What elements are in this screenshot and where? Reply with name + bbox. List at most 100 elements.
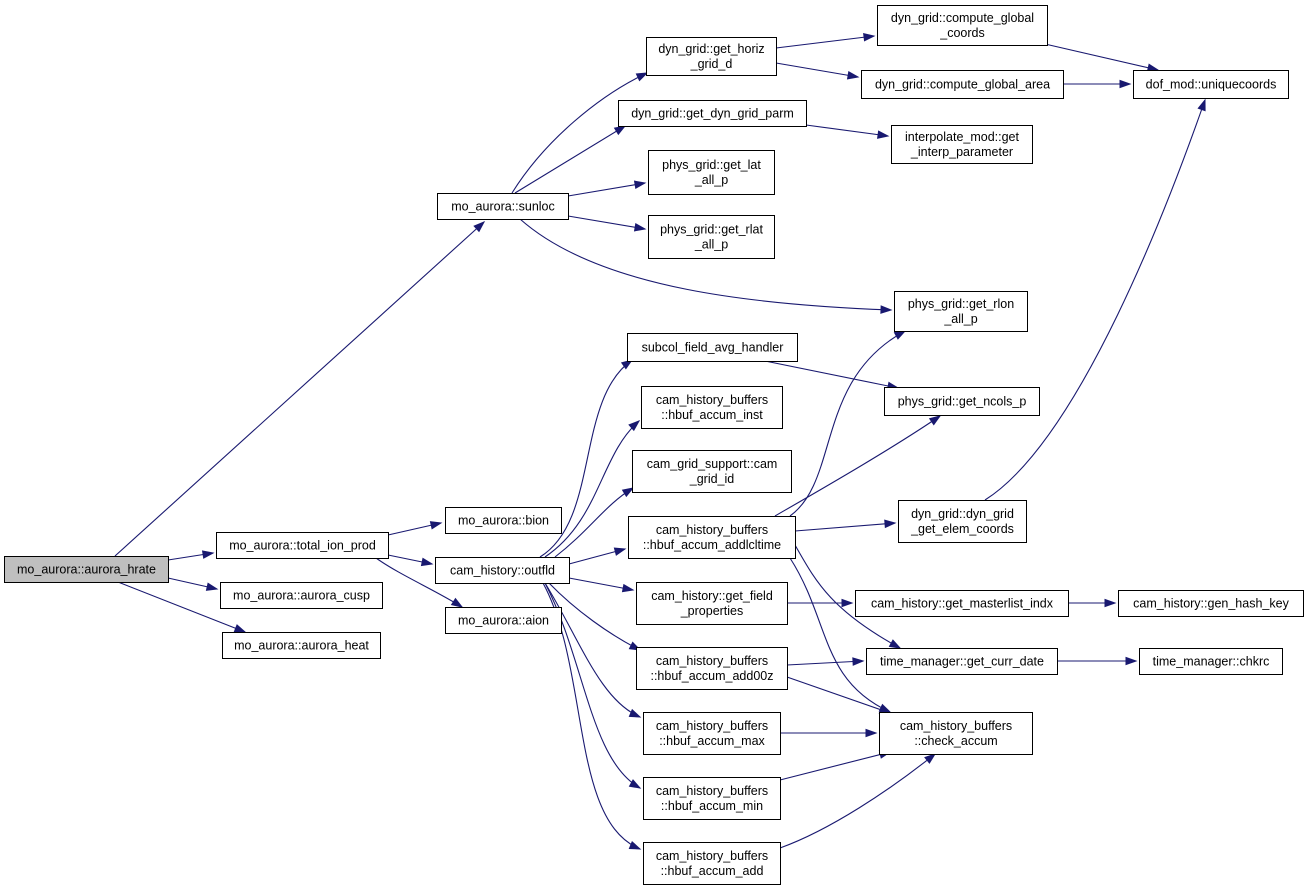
node-label: mo_aurora::aurora_hrate [17, 563, 156, 577]
edge-get_masterlist_indx-to-gen_hash_key [1068, 598, 1117, 608]
edge-hbuf_accum_add00z-to-get_curr_date [786, 657, 865, 666]
edge-total_ion_prod-to-bion [387, 521, 443, 536]
node-box [884, 387, 1040, 416]
node-box [648, 150, 775, 195]
edge-total_ion_prod-to-aion [375, 557, 464, 608]
node-label: _properties [680, 604, 744, 618]
node-box [643, 777, 781, 820]
edge-line [539, 359, 633, 558]
edge-outfld-to-hbuf_accum_addlcltime [568, 547, 627, 565]
node-get-dyn-grid-parm[interactable]: dyn_grid::get_dyn_grid_parm [618, 100, 807, 127]
node-label: cam_history_buffers [656, 393, 768, 407]
node-dyn-grid-get-elem-coords[interactable]: dyn_grid::dyn_grid_get_elem_coords [898, 500, 1027, 543]
node-gen-hash-key[interactable]: cam_history::gen_hash_key [1118, 590, 1304, 617]
node-hbuf-accum-addlcltime[interactable]: cam_history_buffers::hbuf_accum_addlclti… [628, 516, 796, 559]
node-get-rlat-all-p[interactable]: phys_grid::get_rlat_all_p [648, 215, 775, 259]
node-label: ::hbuf_accum_add [661, 864, 764, 878]
edge-line [567, 215, 646, 230]
node-get-field-properties[interactable]: cam_history::get_field_properties [636, 582, 788, 625]
node-label: _grid_id [689, 472, 735, 486]
arrow-head [633, 223, 647, 232]
node-box [861, 70, 1064, 99]
node-compute-global-area[interactable]: dyn_grid::compute_global_area [861, 70, 1064, 99]
node-label: cam_history_buffers [656, 654, 768, 668]
arrow-head [635, 72, 649, 82]
edge-line [544, 582, 641, 718]
arrow-head [420, 557, 434, 567]
edge-line [789, 330, 906, 517]
node-label: ::hbuf_accum_inst [661, 408, 763, 422]
edge-subcol_field_avg_handler-to-get_ncols_p [764, 360, 900, 391]
edge-outfld-to-hbuf_accum_inst [544, 420, 641, 558]
node-sunloc[interactable]: mo_aurora::sunloc [437, 193, 569, 220]
node-label: ::hbuf_accum_addlcltime [643, 538, 781, 552]
node-box [445, 507, 562, 534]
node-box [627, 333, 798, 362]
edge-line [805, 124, 889, 137]
arrow-head [841, 598, 854, 608]
node-hbuf-accum-add00z[interactable]: cam_history_buffers::hbuf_accum_add00z [636, 647, 788, 690]
node-check-accum[interactable]: cam_history_buffers::check_accum [879, 712, 1033, 755]
arrow-head [1197, 98, 1206, 112]
node-hbuf-accum-add[interactable]: cam_history_buffers::hbuf_accum_add [643, 842, 781, 885]
node-box [222, 632, 381, 659]
arrow-head [928, 415, 942, 426]
node-box [220, 582, 383, 609]
node-box [1118, 590, 1304, 617]
node-bion[interactable]: mo_aurora::bion [445, 507, 562, 534]
node-label: phys_grid::get_ncols_p [898, 395, 1027, 409]
node-compute-global-coords[interactable]: dyn_grid::compute_global_coords [877, 5, 1048, 46]
node-label: cam_history_buffers [656, 719, 768, 733]
node-box [866, 648, 1058, 675]
node-outfld[interactable]: cam_history::outfld [435, 557, 570, 584]
node-label: dyn_grid::get_horiz [658, 42, 764, 56]
node-get-lat-all-p[interactable]: phys_grid::get_lat_all_p [648, 150, 775, 195]
node-label: dyn_grid::get_dyn_grid_parm [631, 107, 794, 121]
node-aurora-hrate[interactable]: mo_aurora::aurora_hrate [4, 556, 169, 583]
node-box [216, 532, 389, 559]
node-total-ion-prod[interactable]: mo_aurora::total_ion_prod [216, 532, 389, 559]
edge-line [514, 125, 626, 194]
node-aion[interactable]: mo_aurora::aion [445, 607, 562, 634]
node-box [1133, 70, 1289, 99]
node-chkrc[interactable]: time_manager::chkrc [1139, 648, 1283, 675]
edge-line [1044, 43, 1159, 71]
node-box [445, 607, 562, 634]
node-label: cam_history::get_field [651, 589, 773, 603]
arrow-head [888, 639, 902, 649]
node-box [628, 516, 796, 559]
edge-line [114, 221, 485, 557]
node-label: mo_aurora::sunloc [451, 200, 555, 214]
edge-line [117, 581, 246, 633]
node-uniquecoords[interactable]: dof_mod::uniquecoords [1133, 70, 1289, 99]
node-get-ncols-p[interactable]: phys_grid::get_ncols_p [884, 387, 1040, 416]
arrow-head [613, 547, 627, 556]
node-get-curr-date[interactable]: time_manager::get_curr_date [866, 648, 1058, 675]
node-label: phys_grid::get_rlat [660, 223, 763, 237]
edge-line [786, 660, 864, 666]
arrow-head [863, 32, 876, 42]
edge-hbuf_accum_addlcltime-to-get_ncols_p [774, 415, 942, 517]
node-label: _get_elem_coords [910, 522, 1014, 536]
node-aurora-cusp[interactable]: mo_aurora::aurora_cusp [220, 582, 383, 609]
node-get-horiz-grid-d[interactable]: dyn_grid::get_horiz_grid_d [646, 37, 777, 76]
node-subcol-field-avg-handler[interactable]: subcol_field_avg_handler [627, 333, 798, 362]
edge-hbuf_accum_addlcltime-to-dyn_grid_get_elem_coords [794, 519, 897, 532]
arrow-head [473, 221, 486, 233]
edge-sunloc-to-get_rlat_all_p [567, 215, 647, 232]
node-hbuf-accum-min[interactable]: cam_history_buffers::hbuf_accum_min [643, 777, 781, 820]
edge-hbuf_accum_add-to-check_accum [779, 753, 937, 849]
node-aurora-heat[interactable]: mo_aurora::aurora_heat [222, 632, 381, 659]
edge-outfld-to-subcol_field_avg_handler [539, 359, 634, 558]
node-cam-grid-id[interactable]: cam_grid_support::cam_grid_id [632, 450, 792, 493]
node-get-masterlist-indx[interactable]: cam_history::get_masterlist_indx [855, 590, 1069, 617]
node-hbuf-accum-inst[interactable]: cam_history_buffers::hbuf_accum_inst [641, 386, 783, 429]
node-label: _all_p [694, 173, 728, 187]
edge-aurora_hrate-to-total_ion_prod [167, 550, 215, 561]
edge-line [775, 62, 859, 78]
node-get-interp-parameter[interactable]: interpolate_mod::get_interp_parameter [891, 125, 1033, 164]
node-label: mo_aurora::aurora_heat [234, 639, 369, 653]
node-get-rlon-all-p[interactable]: phys_grid::get_rlon_all_p [894, 291, 1028, 332]
edge-dyn_grid_get_elem_coords-to-uniquecoords [984, 98, 1206, 501]
node-hbuf-accum-max[interactable]: cam_history_buffers::hbuf_accum_max [643, 712, 781, 755]
